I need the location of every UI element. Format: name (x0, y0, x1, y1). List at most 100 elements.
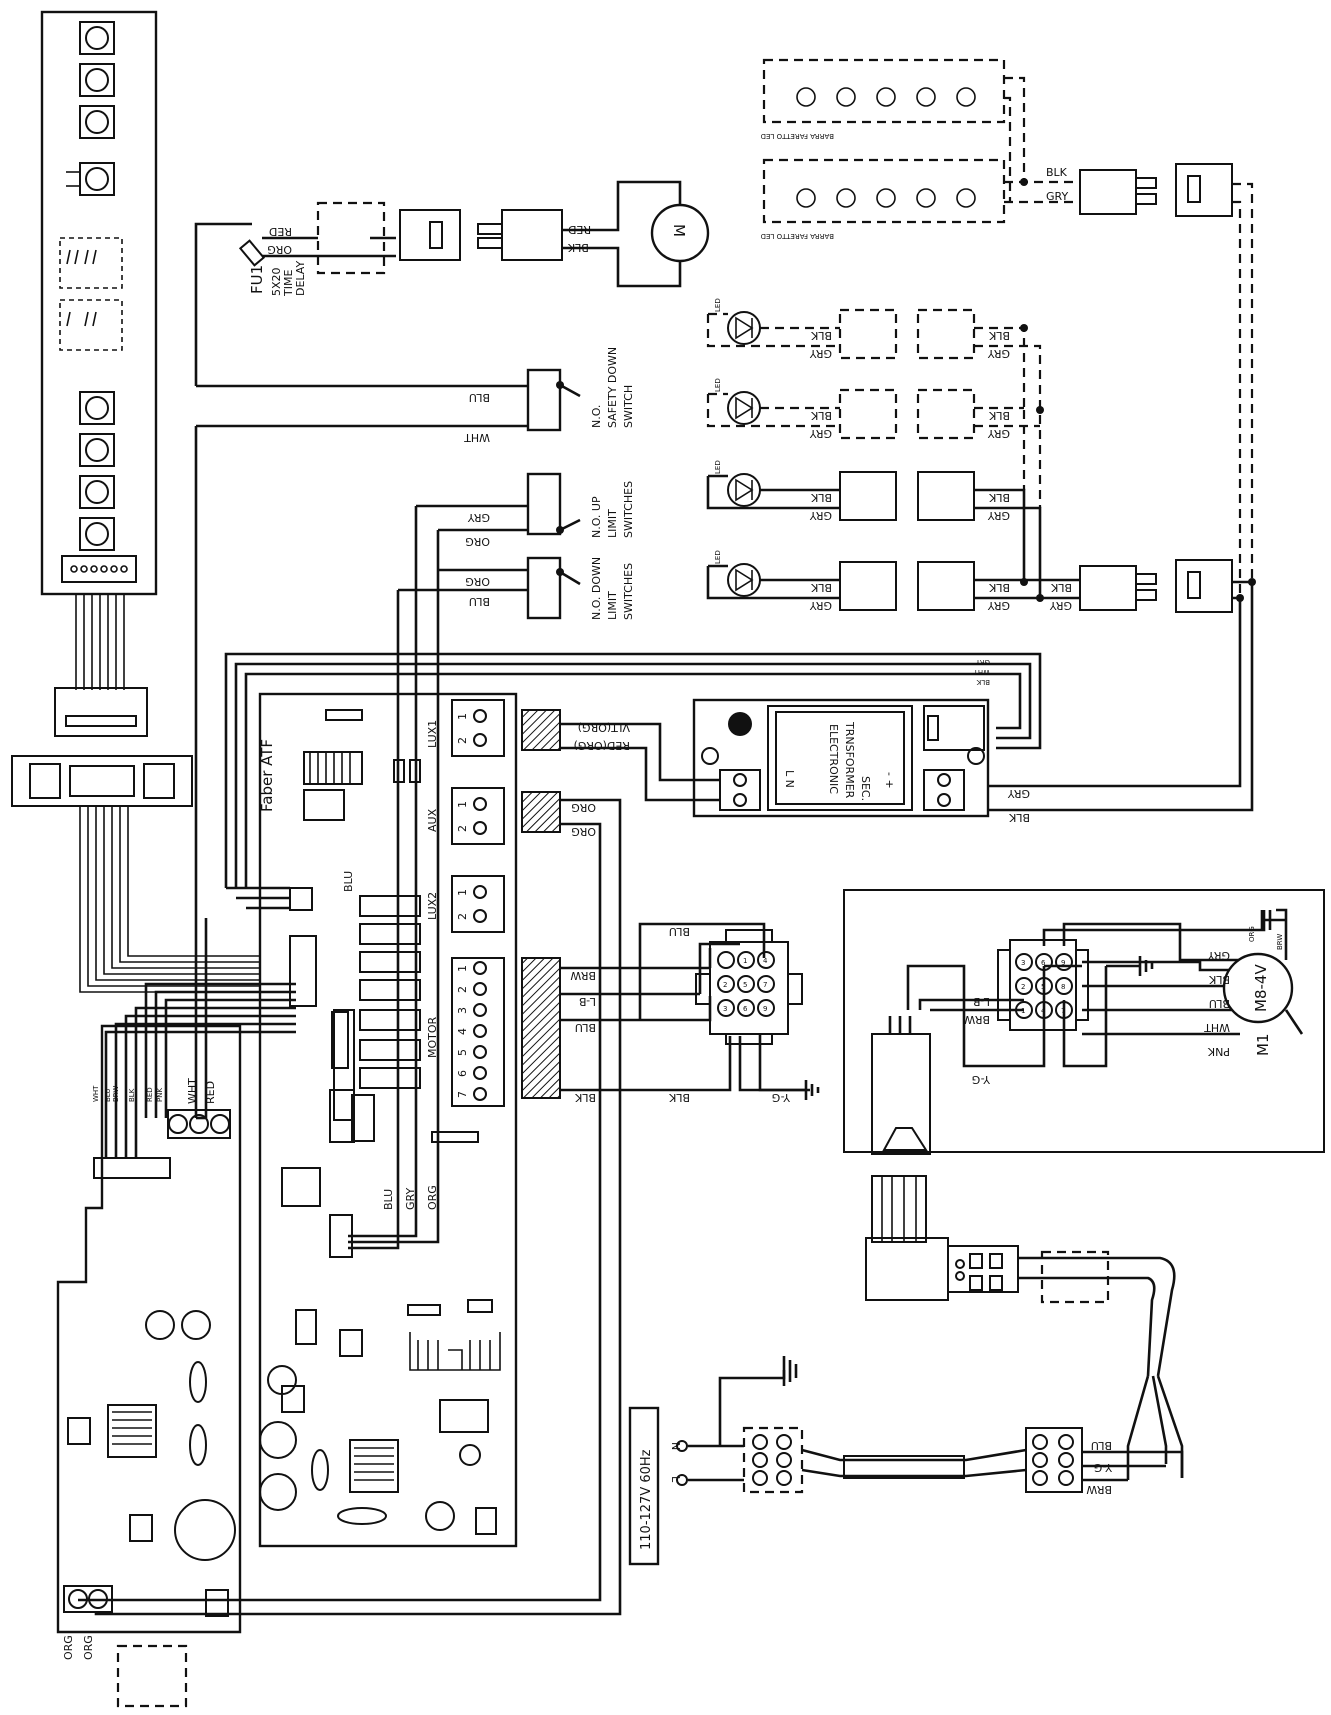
wire-label: BLU (469, 595, 490, 608)
panel-button[interactable] (66, 162, 115, 196)
panel-button[interactable] (79, 21, 115, 55)
connector-plug[interactable] (399, 209, 461, 261)
svg-text:1: 1 (743, 957, 747, 965)
org-connector[interactable] (521, 791, 561, 833)
main-control-board (258, 692, 518, 1548)
vlt-connector[interactable] (521, 709, 561, 751)
svg-text:2: 2 (456, 913, 469, 920)
wire-label: BLK (988, 329, 1010, 342)
terminal-screw[interactable] (733, 773, 747, 807)
down-limit-switch[interactable] (526, 556, 581, 620)
panel-button[interactable] (79, 433, 115, 467)
switch-label: SWITCHES (622, 481, 635, 538)
wire-label: ORG (82, 1635, 95, 1660)
molex-connector[interactable] (695, 929, 803, 1045)
transformer-label: TRNSFORMER (843, 721, 856, 799)
panel-button[interactable] (79, 63, 115, 97)
terminal-screw[interactable] (473, 885, 487, 923)
wire-label: BLK (668, 1091, 690, 1104)
panel-button[interactable] (79, 391, 115, 425)
led-connector[interactable] (838, 308, 976, 611)
svg-text:5: 5 (743, 981, 747, 989)
wire-label: ORG (1248, 926, 1256, 942)
led-connector-top[interactable] (1079, 163, 1233, 217)
wire-label: PNK (1207, 1045, 1230, 1058)
switch-label: SWITCH (622, 385, 635, 428)
led-connector-main[interactable] (1079, 559, 1233, 613)
motor-plug (871, 1016, 931, 1243)
electronic-transformer (692, 698, 990, 818)
transformer-label: L N (783, 770, 796, 788)
wire-label: BLK (1008, 811, 1030, 824)
ground-icon (1106, 956, 1154, 976)
wire-label: WHT (186, 1078, 199, 1104)
switch-label: LIMIT (606, 509, 619, 538)
supply-n: N (669, 1442, 682, 1450)
led-label: LED (714, 550, 722, 564)
terminal-block[interactable] (167, 1109, 231, 1139)
motor-connector[interactable] (521, 957, 561, 1099)
svg-text:4: 4 (763, 957, 768, 965)
connector-socket[interactable] (477, 209, 563, 261)
terminal-screw[interactable] (937, 773, 951, 807)
power-supply-board (56, 1024, 242, 1634)
board-connector[interactable] (331, 1011, 349, 1069)
wire-label: Y-G (772, 1091, 791, 1104)
wire-label: GRY (468, 511, 490, 524)
wire-label: L-B (579, 995, 596, 1008)
connector-pin-numbers: 1 4 2 5 7 3 6 9 3 6 9 2 5 8 1 4 7 (723, 957, 1065, 1015)
switch-label: SAFETY DOWN (606, 347, 619, 428)
terminal-screw[interactable] (473, 797, 487, 835)
up-limit-switch[interactable] (526, 472, 581, 536)
fuse-icon (238, 239, 266, 267)
wire-label: BLK (1208, 973, 1230, 986)
lift-motor-circuit (194, 180, 710, 386)
wire-label: WHT (973, 668, 990, 676)
ground-icon (782, 1356, 798, 1386)
svg-text:4: 4 (456, 1028, 469, 1035)
svg-text:1: 1 (456, 965, 469, 972)
terminal-screw[interactable] (473, 709, 487, 747)
led-bar-label: BARRA FARETTO LED (761, 232, 834, 240)
wire-label: GRY (1208, 949, 1230, 962)
transformer-label: SEC. (859, 776, 872, 801)
svg-text:9: 9 (763, 1005, 767, 1013)
led-icon (796, 87, 976, 208)
wire-label: BLK (810, 409, 832, 422)
wire-label: RED (269, 225, 292, 238)
wire-label: Y-G (972, 1073, 991, 1086)
fan-motor-enclosure (843, 889, 1325, 1153)
wire-label: BLU (1091, 1439, 1112, 1452)
control-panel (40, 10, 158, 596)
wire-label: BLK (1050, 581, 1072, 594)
panel-button[interactable] (79, 105, 115, 139)
wire-label: ORG (62, 1635, 75, 1660)
wire-label: BLK (810, 329, 832, 342)
wire-label: ORG (571, 801, 596, 814)
wire-label: BLU (575, 1021, 596, 1034)
terminal-screw[interactable] (473, 961, 487, 1101)
safety-down-switch[interactable] (526, 368, 581, 432)
wire-label: RED (146, 1087, 154, 1102)
ground-icon (758, 1034, 820, 1100)
fuse-spec: TIME (282, 270, 295, 297)
terminal-label: LUX1 (426, 720, 439, 748)
wire-label: ORG (465, 535, 490, 548)
wire-label: VLT(ORG) (578, 721, 630, 734)
svg-text:2: 2 (456, 737, 469, 744)
wire-label: BLK (976, 678, 990, 686)
panel-button[interactable] (79, 475, 115, 509)
panel-button[interactable] (79, 517, 115, 551)
fuse-label: FU1 (248, 265, 266, 294)
ribbon-cable (11, 594, 296, 993)
wire-label: BLK (988, 581, 1010, 594)
svg-text:7: 7 (1061, 1007, 1065, 1015)
led-label: LED (714, 298, 722, 312)
fan-motor-icon (1222, 952, 1304, 1035)
terminal-label: MOTOR (426, 1016, 439, 1058)
svg-text:3: 3 (723, 1005, 727, 1013)
wire-label: RED (204, 1081, 217, 1104)
wire-label: BLK (567, 241, 589, 254)
svg-text:5: 5 (1041, 983, 1045, 991)
svg-text:3: 3 (456, 1007, 469, 1014)
